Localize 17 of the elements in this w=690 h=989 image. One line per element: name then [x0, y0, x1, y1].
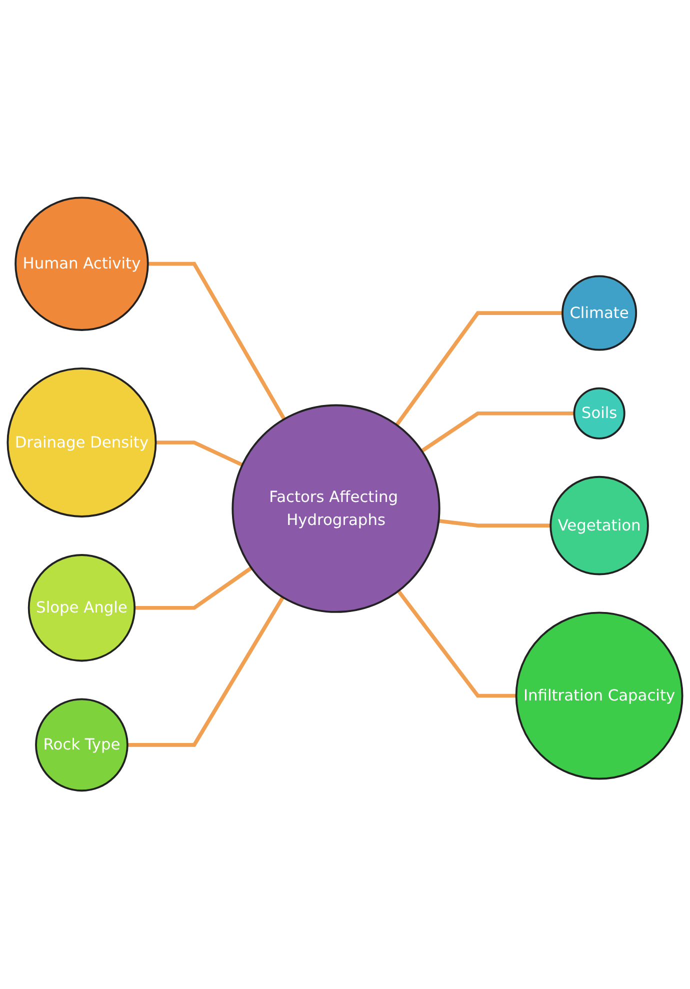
node-circle: Infiltration Capacity	[515, 612, 684, 780]
connector	[134, 566, 252, 610]
connector	[127, 596, 284, 748]
connector	[148, 262, 286, 420]
connector	[396, 590, 516, 698]
connector	[420, 412, 574, 453]
node-circle: Human Activity	[14, 197, 149, 332]
node-circle: Drainage Density	[6, 368, 157, 518]
node-circle: Vegetation	[550, 476, 649, 576]
connector	[395, 311, 562, 426]
connector	[438, 519, 551, 528]
connector	[156, 440, 244, 468]
node-circle: Climate	[562, 276, 638, 352]
node-circle: Factors Affecting Hydrographs	[232, 404, 440, 614]
node-circle: Soils	[573, 388, 626, 440]
node-circle: Slope Angle	[28, 554, 136, 662]
node-circle: Rock Type	[35, 698, 128, 792]
